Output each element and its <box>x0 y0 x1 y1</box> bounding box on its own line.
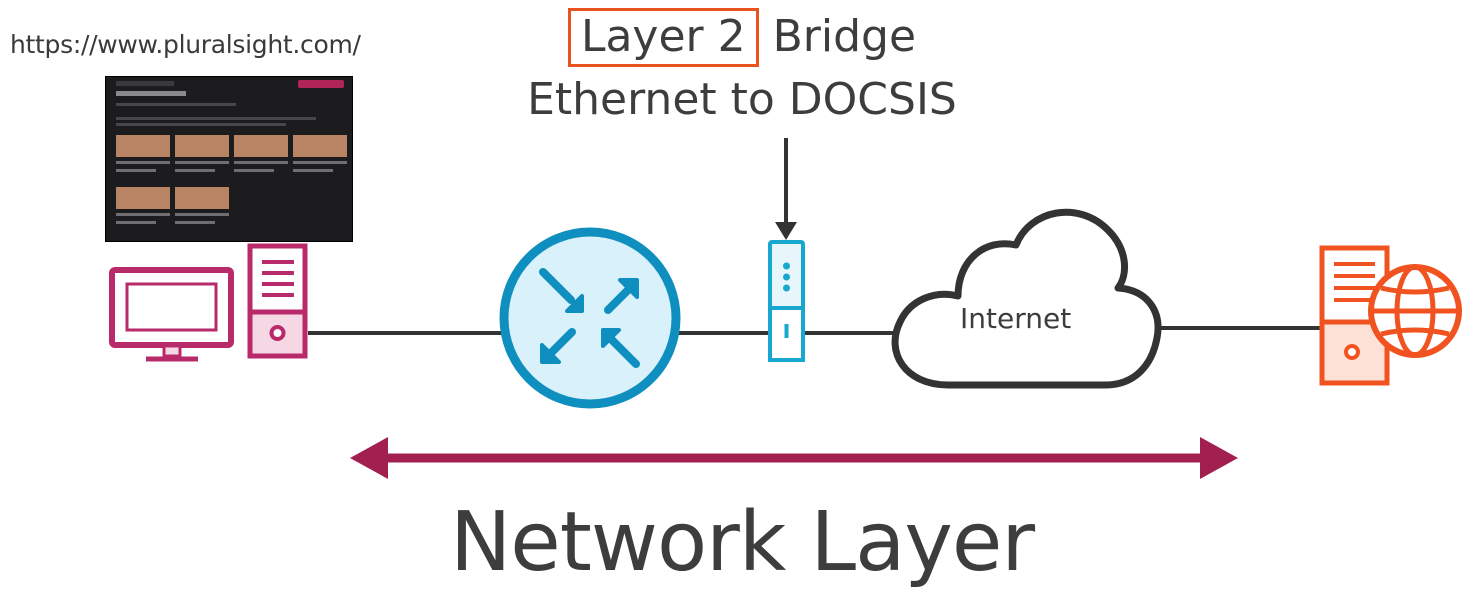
monitor-icon <box>109 267 234 362</box>
heading-line-1: Layer 2 Bridge <box>0 8 1484 67</box>
thumb-caption <box>116 169 156 172</box>
tower-pc-icon <box>247 243 308 359</box>
thumb-badge <box>298 80 344 88</box>
source-url[interactable]: https://www.pluralsight.com/ <box>10 30 361 59</box>
thumb-line <box>116 117 316 120</box>
thumb-caption <box>234 169 274 172</box>
thumb-caption <box>293 169 333 172</box>
thumb-tile <box>116 187 170 209</box>
pluralsight-course-thumbnail <box>105 76 353 242</box>
thumb-line <box>116 123 286 126</box>
thumb-tile <box>116 135 170 157</box>
layer-2-highlight-box: Layer 2 <box>567 8 759 67</box>
pointer-arrow <box>775 138 797 240</box>
globe-icon <box>1368 264 1462 358</box>
web-server-icon <box>1319 245 1390 386</box>
thumb-caption <box>116 161 170 164</box>
internet-label: Internet <box>960 302 1072 335</box>
heading-line-2: Ethernet to DOCSIS <box>527 74 957 125</box>
thumb-caption <box>293 161 347 164</box>
thumb-caption <box>234 161 288 164</box>
thumb-caption <box>116 213 170 216</box>
thumb-line <box>116 103 236 106</box>
network-layer-label: Network Layer <box>449 495 1035 590</box>
thumb-tile <box>175 187 229 209</box>
thumb-search-bar <box>116 81 174 86</box>
cable-modem-icon <box>768 240 805 362</box>
heading-bridge-text: Bridge <box>758 11 917 62</box>
thumb-tile <box>234 135 288 157</box>
cloud-icon <box>891 208 1162 389</box>
network-layer-span-arrow <box>350 437 1238 479</box>
thumb-title-bar <box>116 91 186 96</box>
thumb-tile <box>293 135 347 157</box>
thumb-caption <box>175 169 215 172</box>
thumb-caption <box>175 221 215 224</box>
thumb-tile <box>175 135 229 157</box>
thumb-caption <box>116 221 156 224</box>
thumb-caption <box>175 161 229 164</box>
router-icon <box>499 227 681 409</box>
thumb-caption <box>175 213 229 216</box>
